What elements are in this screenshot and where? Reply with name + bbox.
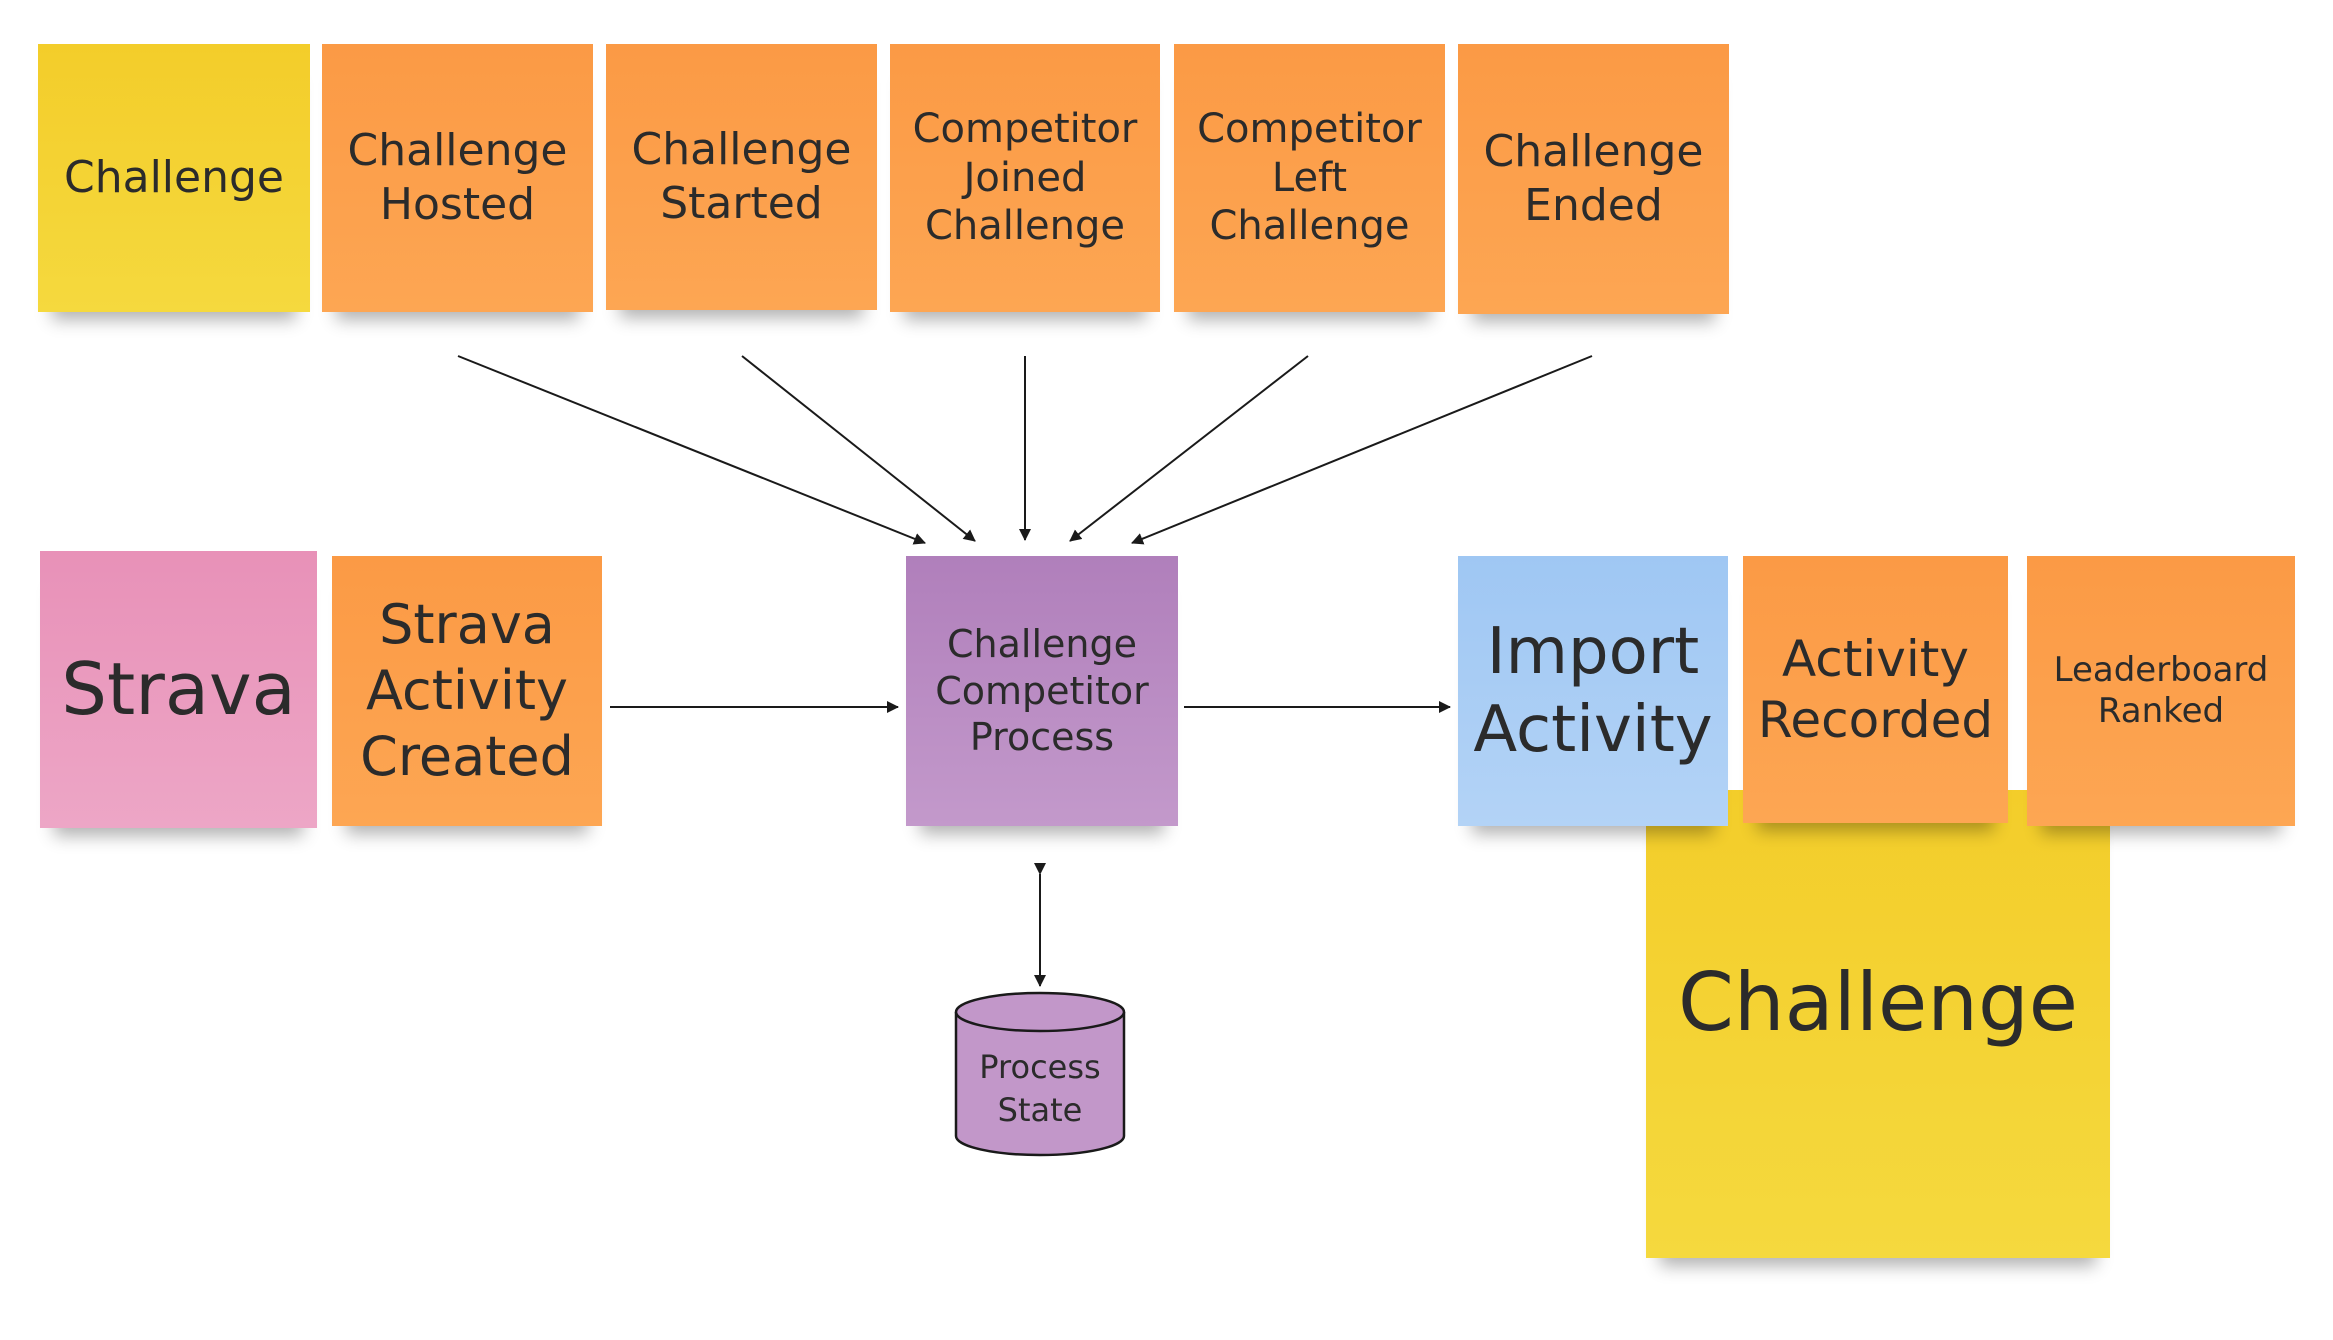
arrow-started-to-process — [741, 355, 976, 542]
strava-external-system[interactable]: Strava — [40, 551, 317, 828]
competitor-left-label: Competitor Left Challenge — [1197, 105, 1422, 250]
challenge-hosted-label: Challenge Hosted — [347, 125, 568, 230]
challenge-competitor-process-label: Challenge Competitor Process — [935, 622, 1149, 760]
challenge-ended-label: Challenge Ended — [1483, 126, 1704, 231]
challenge-aggregate-top[interactable]: Challenge — [38, 44, 310, 312]
arrow-left-to-process — [1069, 355, 1309, 542]
strava-activity-created-label: Strava Activity Created — [360, 593, 574, 788]
activity-recorded-event[interactable]: Activity Recorded — [1743, 556, 2008, 823]
process-state-label: Process State — [979, 1048, 1101, 1130]
challenge-aggregate-top-label: Challenge — [64, 152, 284, 204]
competitor-left-challenge-event[interactable]: Competitor Left Challenge — [1174, 44, 1445, 312]
import-activity-command[interactable]: Import Activity — [1458, 556, 1728, 826]
challenge-competitor-process[interactable]: Challenge Competitor Process — [906, 556, 1178, 826]
challenge-aggregate-bottom-label: Challenge — [1678, 956, 2078, 1050]
strava-activity-created-event[interactable]: Strava Activity Created — [332, 556, 602, 826]
competitor-joined-challenge-event[interactable]: Competitor Joined Challenge — [890, 44, 1160, 312]
arrow-ended-to-process — [1131, 355, 1593, 545]
challenge-ended-event[interactable]: Challenge Ended — [1458, 44, 1729, 314]
process-state-database-icon — [954, 991, 1126, 1157]
arrow-hosted-to-process — [457, 355, 926, 545]
competitor-joined-label: Competitor Joined Challenge — [912, 105, 1138, 250]
leaderboard-ranked-event[interactable]: Leaderboard Ranked — [2027, 556, 2295, 826]
challenge-hosted-event[interactable]: Challenge Hosted — [322, 44, 593, 312]
import-activity-label: Import Activity — [1473, 614, 1713, 767]
challenge-aggregate-bottom[interactable]: Challenge — [1646, 790, 2110, 1258]
activity-recorded-label: Activity Recorded — [1757, 629, 1994, 749]
strava-label: Strava — [61, 646, 296, 731]
challenge-started-label: Challenge Started — [631, 124, 852, 229]
challenge-started-event[interactable]: Challenge Started — [606, 44, 877, 310]
leaderboard-ranked-label: Leaderboard Ranked — [2053, 649, 2269, 731]
